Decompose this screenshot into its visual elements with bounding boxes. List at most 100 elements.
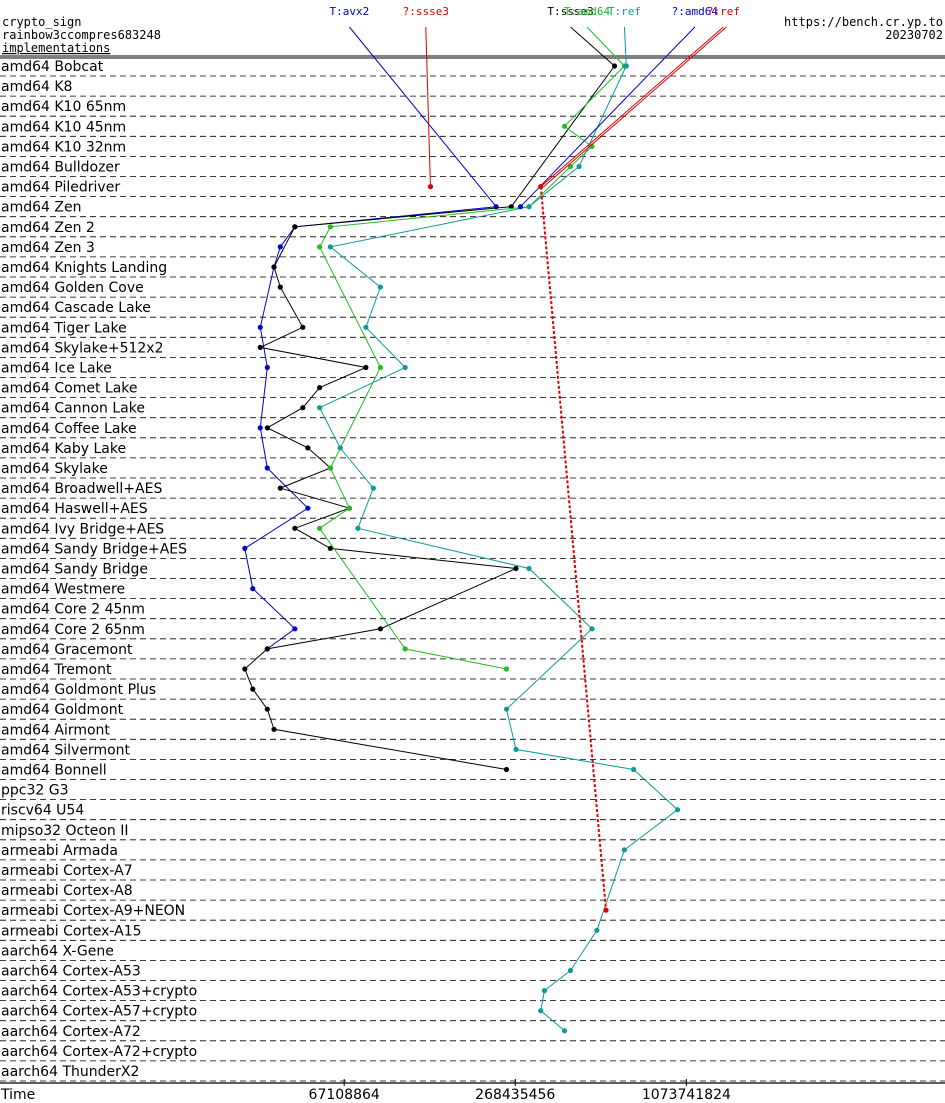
series-point-t-ssse3 bbox=[242, 666, 248, 672]
row-label-amd64-k8: amd64 K8 bbox=[1, 79, 72, 95]
series-point-t-ssse3 bbox=[503, 766, 510, 773]
series-point-t-ssse3 bbox=[271, 264, 277, 270]
series-point-t-ref bbox=[355, 525, 361, 531]
row-label-amd64-k10-45nm: amd64 K10 45nm bbox=[1, 119, 126, 135]
series-point-t-ref bbox=[526, 204, 532, 210]
series-point-t-ref bbox=[503, 706, 510, 712]
row-label-amd64-silvermont: amd64 Silvermont bbox=[1, 742, 131, 758]
series-point-t-amd64 bbox=[402, 646, 408, 652]
series-point-t-avx2 bbox=[292, 626, 298, 632]
row-label-aarch64-cortex-a57-crypto: aarch64 Cortex-A57+crypto bbox=[1, 1004, 197, 1020]
series-point-t-ref bbox=[674, 807, 681, 813]
series-point-t-ref bbox=[337, 445, 343, 451]
row-label-amd64-zen-2: amd64 Zen 2 bbox=[1, 220, 95, 236]
row-label-amd64-knights-landing: amd64 Knights Landing bbox=[1, 260, 167, 276]
series-point-t-ssse3 bbox=[611, 63, 618, 69]
series-leader-t-avx2 bbox=[349, 26, 497, 208]
series-point-t-ref bbox=[538, 1008, 544, 1014]
series-point-t-ref bbox=[370, 485, 376, 491]
row-label-ppc32-g3: ppc32 G3 bbox=[1, 783, 69, 799]
row-label-armeabi-cortex-a15: armeabi Cortex-A15 bbox=[1, 923, 142, 939]
header-primitive: crypto_sign bbox=[2, 15, 81, 29]
row-label-amd64-westmere: amd64 Westmere bbox=[1, 582, 125, 598]
series-point-t-ssse3 bbox=[300, 405, 306, 411]
row-label-amd64-tremont: amd64 Tremont bbox=[1, 662, 112, 678]
row-label-aarch64-cortex-a72: aarch64 Cortex-A72 bbox=[1, 1024, 141, 1040]
series-point-t-avx2 bbox=[257, 425, 263, 431]
series-point-q-ssse3 bbox=[427, 184, 434, 190]
row-label-amd64-golden-cove: amd64 Golden Cove bbox=[1, 280, 144, 296]
series-point-t-ssse3 bbox=[264, 425, 270, 431]
legend-q-amd64: ?:amd64 bbox=[672, 5, 719, 18]
series-point-t-amd64 bbox=[503, 666, 510, 672]
series-leader-q-ssse3 bbox=[425, 26, 431, 187]
legend-q-ref: ?:ref bbox=[707, 5, 740, 18]
row-label-riscv64-u54: riscv64 U54 bbox=[1, 803, 84, 819]
series-point-t-avx2 bbox=[250, 586, 256, 592]
series-point-t-ref bbox=[377, 284, 384, 290]
series-point-t-ref bbox=[594, 927, 600, 933]
series-point-t-amd64 bbox=[567, 163, 574, 170]
series-point-t-ssse3 bbox=[377, 626, 384, 632]
legend-t-ref: T:ref bbox=[608, 5, 641, 18]
series-point-t-ssse3 bbox=[257, 344, 263, 350]
legend-q-ssse3: ?:ssse3 bbox=[403, 5, 449, 18]
series-point-t-ref bbox=[567, 967, 574, 974]
series-point-t-ssse3 bbox=[292, 525, 298, 531]
row-label-amd64-core-2-45nm: amd64 Core 2 45nm bbox=[1, 602, 145, 618]
series-point-t-ssse3 bbox=[305, 445, 311, 451]
row-label-amd64-sandy-bridge: amd64 Sandy Bridge bbox=[1, 562, 148, 578]
series-point-t-ref bbox=[589, 626, 595, 632]
x-tick-label: 1073741824 bbox=[642, 1087, 731, 1103]
legend-t-amd64: T:amd64 bbox=[564, 5, 611, 18]
series-point-t-ref bbox=[621, 847, 628, 853]
series-point-t-ssse3 bbox=[264, 706, 270, 712]
series-leader-q-ref bbox=[540, 26, 724, 187]
row-label-amd64-skylake-512x2: amd64 Skylake+512x2 bbox=[1, 340, 163, 356]
series-point-q-amd64 bbox=[517, 204, 524, 210]
series-point-t-ref bbox=[623, 63, 629, 69]
row-label-amd64-bonnell: amd64 Bonnell bbox=[1, 763, 107, 779]
series-point-t-ssse3 bbox=[327, 545, 333, 552]
series-point-q-ref bbox=[538, 184, 544, 190]
series-point-t-ref bbox=[541, 988, 548, 994]
series-point-t-ssse3 bbox=[363, 364, 369, 371]
series-point-t-ref bbox=[561, 1028, 568, 1034]
series-point-t-ssse3 bbox=[271, 726, 277, 732]
date-stamp: 20230702 bbox=[885, 28, 943, 42]
row-label-amd64-airmont: amd64 Airmont bbox=[1, 722, 110, 738]
series-point-t-ref bbox=[513, 746, 519, 753]
row-label-armeabi-cortex-a7: armeabi Cortex-A7 bbox=[1, 863, 133, 879]
series-point-t-avx2 bbox=[277, 244, 283, 250]
series-point-t-amd64 bbox=[317, 244, 323, 250]
series-line-t-avx2 bbox=[244, 206, 497, 650]
series-point-t-avx2 bbox=[264, 465, 270, 471]
legend-t-ssse3: T:ssse3 bbox=[547, 5, 593, 18]
series-point-t-amd64 bbox=[327, 224, 333, 230]
series-point-t-ssse3 bbox=[264, 646, 270, 652]
site-url: https://bench.cr.yp.to bbox=[784, 15, 943, 29]
header-implementations-link[interactable]: implementations bbox=[2, 41, 110, 55]
row-label-amd64-ivy-bridge-aes: amd64 Ivy Bridge+AES bbox=[1, 521, 164, 537]
row-label-amd64-cascade-lake: amd64 Cascade Lake bbox=[1, 300, 151, 316]
row-label-aarch64-cortex-a53-crypto: aarch64 Cortex-A53+crypto bbox=[1, 984, 197, 1000]
row-label-amd64-gracemont: amd64 Gracemont bbox=[1, 642, 133, 658]
row-label-amd64-bulldozer: amd64 Bulldozer bbox=[1, 160, 120, 176]
series-point-q-ref bbox=[603, 907, 609, 913]
series-leader-t-amd64 bbox=[586, 26, 625, 67]
series-point-t-ssse3 bbox=[300, 324, 306, 330]
series-point-t-ssse3 bbox=[277, 485, 283, 491]
row-label-armeabi-cortex-a8: armeabi Cortex-A8 bbox=[1, 883, 133, 899]
row-label-amd64-kaby-lake: amd64 Kaby Lake bbox=[1, 441, 126, 457]
series-point-t-ref bbox=[317, 405, 323, 411]
row-label-amd64-broadwell-aes: amd64 Broadwell+AES bbox=[1, 481, 162, 497]
row-label-amd64-zen: amd64 Zen bbox=[1, 200, 81, 216]
series-point-t-ssse3 bbox=[250, 686, 256, 692]
series-point-t-amd64 bbox=[377, 364, 384, 371]
row-label-amd64-skylake: amd64 Skylake bbox=[1, 461, 108, 477]
series-line-t-ref bbox=[318, 65, 679, 1032]
